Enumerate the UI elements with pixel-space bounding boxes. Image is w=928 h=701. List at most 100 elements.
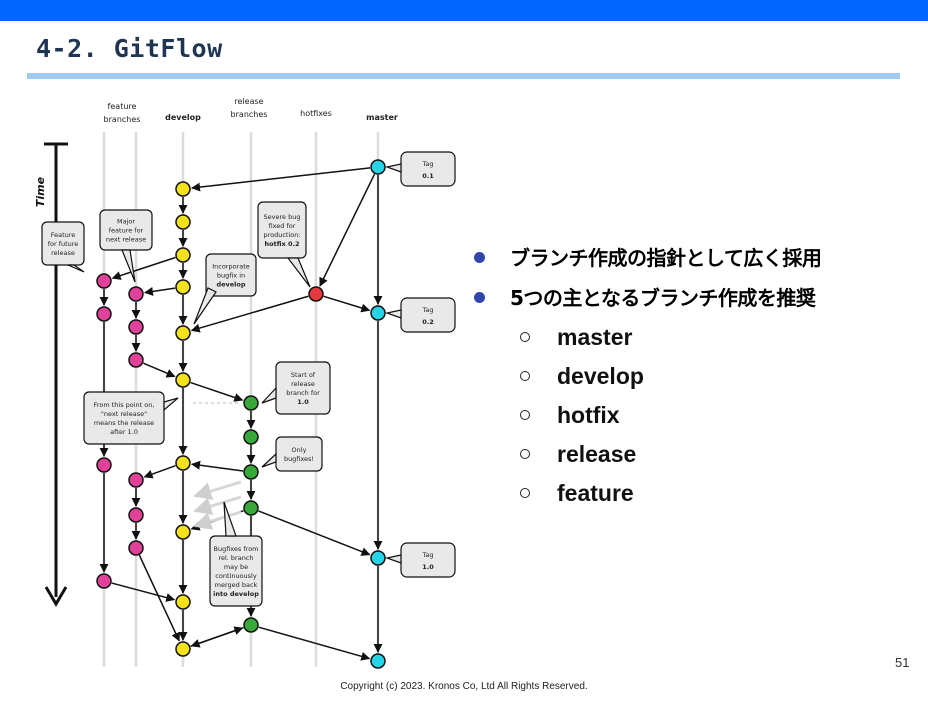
sub-bullet-text: feature xyxy=(557,480,634,506)
develop-commit-node xyxy=(175,214,191,230)
branch-arrow xyxy=(111,582,176,602)
note-line: Bugfixes from xyxy=(213,545,258,553)
feature-commit-node xyxy=(128,472,144,488)
tag-version: 0.1 xyxy=(422,172,434,180)
note-line: Severe bug xyxy=(264,213,301,221)
master-commit-node xyxy=(370,550,386,566)
faded-merge-arrow xyxy=(193,495,242,515)
note-line: From this point on, xyxy=(94,401,155,409)
note-line: bugfixes! xyxy=(284,455,314,463)
column-header-master: master xyxy=(366,113,398,122)
branch-arrow xyxy=(111,256,176,280)
sub-bullet-text: develop xyxy=(557,363,644,389)
branch-arrow xyxy=(190,381,244,402)
tag-version: 0.2 xyxy=(422,318,434,326)
branch-arrow xyxy=(138,554,180,642)
note-line: 1.0 xyxy=(297,398,309,406)
bullet-list: ブランチ作成の指針として広く採用 5つの主となるブランチ作成を推奨 master… xyxy=(470,238,822,513)
note-box xyxy=(257,201,307,259)
feature-commit-node xyxy=(128,319,144,335)
note-line: rel. branch xyxy=(218,554,253,562)
tag-box xyxy=(400,542,456,578)
sub-bullet-item: develop xyxy=(470,357,821,396)
develop-commit-node xyxy=(175,372,191,388)
note-line: "next release" xyxy=(101,410,147,418)
develop-commit-node xyxy=(175,641,191,657)
branch-arrow xyxy=(319,173,376,287)
branch-arrow xyxy=(191,167,371,192)
tag-label: Tag xyxy=(421,306,433,314)
column-header-feature: feature xyxy=(108,102,137,111)
bullet-item: ブランチ作成の指針として広く採用 xyxy=(470,238,822,278)
develop-commit-node xyxy=(175,181,191,197)
feature-commit-node xyxy=(96,273,112,289)
page-number: 51 xyxy=(895,655,910,670)
develop-commit-node xyxy=(175,594,191,610)
note-box xyxy=(83,391,165,445)
note-line: hotfix 0.2 xyxy=(265,240,300,248)
note-box xyxy=(275,361,331,415)
column-header-hotfixes: hotfixes xyxy=(300,109,332,118)
bullet-ring-icon xyxy=(520,371,530,381)
note-line: develop xyxy=(216,281,245,289)
master-commit-node xyxy=(370,159,386,175)
note-tail xyxy=(286,257,311,288)
branch-arrow xyxy=(323,295,371,313)
note-box xyxy=(275,436,323,472)
sub-bullet-item: master xyxy=(470,318,821,357)
note-tail xyxy=(193,287,217,325)
note-line: into develop xyxy=(213,590,259,598)
develop-commit-node xyxy=(175,325,191,341)
column-header-develop: develop xyxy=(165,113,201,122)
note-line: may be xyxy=(224,563,248,571)
tag-label: Tag xyxy=(421,160,433,168)
note-line: merged back xyxy=(215,581,258,589)
note-tail xyxy=(163,397,179,412)
note-line: fixed for xyxy=(269,222,296,230)
note-line: after 1.0 xyxy=(110,428,138,436)
feature-commit-node xyxy=(128,507,144,523)
time-arrow-icon xyxy=(44,586,68,607)
note-line: production: xyxy=(263,231,300,239)
bullet-dot-icon xyxy=(474,292,485,303)
master-commit-node xyxy=(370,653,386,669)
feature-commit-node xyxy=(128,286,144,302)
feature-commit-node xyxy=(96,457,112,473)
tag-callout: Tag 0.1 xyxy=(384,151,456,187)
feature-commit-node xyxy=(96,306,112,322)
branch-arrow xyxy=(190,295,309,333)
bullet-ring-icon xyxy=(520,488,530,498)
note-tail xyxy=(223,501,237,537)
branch-arrow xyxy=(143,362,176,378)
note-line: Start of xyxy=(291,371,316,379)
bullet-item: 5つの主となるブランチ作成を推奨 xyxy=(470,278,821,318)
note-line: bugfix in xyxy=(217,272,245,280)
bullet-ring-icon xyxy=(520,332,530,342)
tag-tail xyxy=(384,309,402,319)
branch-arrow xyxy=(191,460,244,472)
sub-bullet-text: master xyxy=(557,324,633,350)
note-line: feature for xyxy=(109,227,144,235)
develop-commit-node xyxy=(175,247,191,263)
sub-bullet-item: hotfix xyxy=(470,396,821,435)
tag-box xyxy=(400,151,456,187)
sub-bullet-item: release xyxy=(470,435,821,474)
faded-merge-arrow xyxy=(193,480,242,500)
note-line: branch for xyxy=(286,389,320,397)
note-tail xyxy=(261,386,277,404)
release-commit-node xyxy=(243,464,259,480)
note-box xyxy=(205,253,257,297)
release-commit-node xyxy=(243,617,259,633)
bullet-ring-icon xyxy=(520,410,530,420)
release-commit-node xyxy=(243,429,259,445)
note-line: Incorporate xyxy=(212,263,250,271)
note-line: next release xyxy=(106,236,146,244)
note-box xyxy=(41,221,85,266)
bullet-dot-icon xyxy=(474,252,485,263)
note-tail xyxy=(67,264,85,273)
